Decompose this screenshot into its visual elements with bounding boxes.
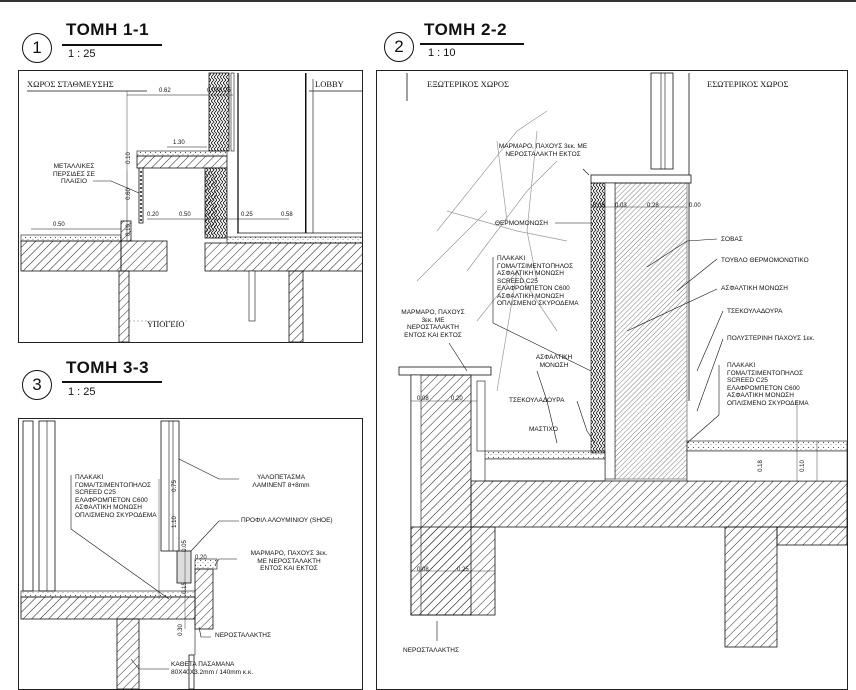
profile-annotation: ΠΡΟΦΙΛ ΑΛΟΥΜΙΝΙΟΥ (SHOE) <box>241 517 333 524</box>
glass-curtain-annotation: ΥΑΛΟΠΕΤΑΣΜΑ ΛΑΜΙΝΕΝΤ 8+8mm <box>252 474 310 489</box>
tsekouladoura-left-annotation: ΤΣΕΚΟΥΛΑΔΟΥΡΑ <box>509 397 565 404</box>
dimension-label: 0.50 <box>53 222 65 228</box>
dimension-label: 0.30 <box>177 624 184 636</box>
layer-label: ΑΣΦΑΛΤΙΚΗ ΜΟΝΩΣΗ <box>497 270 564 277</box>
title-underline <box>62 44 162 46</box>
section-number: 3 <box>22 370 52 400</box>
section-title: ΤΟΜΗ 2-2 <box>424 20 508 39</box>
layer-label: ΕΛΑΦΡΟΜΠΕΤΟΝ C600 <box>727 384 800 392</box>
layer-label: ΟΠΛΙΣΜΕΝΟ ΣΚΥΡΟΔΕΜΑ <box>497 300 579 307</box>
brick-annotation: ΤΟΥΒΛΟ ΘΕΡΜΟΜΟΝΩΤΙΚΟ <box>721 257 809 264</box>
dimension-label: 0.25 <box>219 88 231 94</box>
dimension-label: 0.10 <box>125 152 132 164</box>
dimension-label: 0.20 <box>195 555 207 561</box>
layer-label: ΠΛΑΚΑΚΙ <box>497 255 526 262</box>
section-2-svg <box>398 72 847 648</box>
dimension-label: 0.05 <box>181 540 188 552</box>
dimension-label: 0.60 <box>125 188 132 200</box>
room-label-interior: ΕΣΩΤΕΡΙΚΟΣ ΧΩΡΟΣ <box>707 79 789 89</box>
dimension-label: 0.62 <box>159 88 171 94</box>
top-border <box>0 0 856 2</box>
left-layers-list: ΠΛΑΚΑΚΙ ΓΟΜΑ/ΤΣΙΜΕΝΤΟΠΗΛΟΣ ΑΣΦΑΛΤΙΚΗ ΜΟΝ… <box>497 255 579 308</box>
layer-label: ΓΟΜΑ/ΤΣΙΜΕΝΤΟΠΗΛΟΣ <box>75 481 152 489</box>
dimension-label: 0.50 <box>179 212 191 218</box>
room-label-basement: ΥΠΟΓΕΙΟ <box>147 319 185 329</box>
section-3-drawing: ΥΑΛΟΠΕΤΑΣΜΑ ΛΑΜΙΝΕΝΤ 8+8mm ΠΡΟΦΙΛ ΑΛΟΥΜΙ… <box>18 418 363 690</box>
drip-annotation: ΝΕΡΟΣΤΑΛΑΚΤΗΣ <box>215 632 271 639</box>
room-label-exterior: ΕΞΩΤΕΡΙΚΟΣ ΧΩΡΟΣ <box>427 79 509 89</box>
section-scale: 1 : 25 <box>68 48 96 60</box>
layer-label: ΟΠΛΙΣΜΕΝΟ ΣΚΥΡΟΔΕΜΑ <box>727 399 809 407</box>
dimension-label: 0.58 <box>281 212 293 218</box>
dimension-label: 0.28 <box>647 203 659 209</box>
marble-top-annotation: ΜΑΡΜΑΡΟ, ΠΑΧΟΥΣ 3εκ. ΜΕ ΝΕΡΟΣΤΑΛΑΚΤΗ ΕΚΤ… <box>498 143 588 158</box>
marble-left-annotation: ΜΑΡΜΑΡΟ, ΠΑΧΟΥΣ 3εκ. ΜΕ ΝΕΡΟΣΤΑΛΑΚΤΗ ΕΝΤ… <box>401 309 465 339</box>
dimension-label: 0.25 <box>457 567 469 573</box>
layer-label: SCREED C25 <box>727 377 768 384</box>
asphalt-left-annotation: ΑΣΦΑΛΤΙΚΗ ΜΟΝΩΣΗ <box>535 354 573 369</box>
layer-label: ΑΣΦΑΛΤΙΚΗ ΜΟΝΩΣΗ <box>75 504 142 511</box>
section-2-drawing: ΕΞΩΤΕΡΙΚΟΣ ΧΩΡΟΣ ΕΣΩΤΕΡΙΚΟΣ ΧΩΡΟΣ ΜΑΡΜΑΡ… <box>376 70 848 690</box>
dimension-label: 0.08 <box>207 88 219 94</box>
dimension-label: 0.20 <box>451 396 463 402</box>
section-title: ΤΟΜΗ 1-1 <box>66 20 150 39</box>
section-1-svg <box>20 72 362 342</box>
section-title: ΤΟΜΗ 3-3 <box>66 358 150 377</box>
section-3-svg <box>20 420 239 689</box>
layer-label: SCREED C25 <box>75 489 116 496</box>
layer-label: ΕΛΑΦΡΟΜΠΕΤΟΝ C600 <box>497 285 570 292</box>
room-label-parking: ΧΩΡΟΣ ΣΤΑΘΜΕΥΣΗΣ <box>27 79 114 89</box>
room-label-lobby: LOBBY <box>315 79 344 89</box>
layer-label: ΓΟΜΑ/ΤΣΙΜΕΝΤΟΠΗΛΟΣ <box>497 262 574 270</box>
title-underline <box>420 43 524 45</box>
asphalt-annotation: ΑΣΦΑΛΤΙΚΗ ΜΟΝΩΣΗ <box>721 285 788 292</box>
layer-label: ΑΣΦΑΛΤΙΚΗ ΜΟΝΩΣΗ <box>497 292 564 300</box>
dimension-label: 0.00 <box>689 203 701 209</box>
layer-label: ΠΛΑΚΑΚΙ <box>75 474 104 481</box>
dimension-label: 0.08 <box>593 203 605 209</box>
dimension-label: 0.10 <box>799 460 806 472</box>
dimension-label: 0.25 <box>241 212 253 218</box>
louvers-annotation: ΜΕΤΑΛΛΙΚΕΣ ΠΕΡΣΙΔΕΣ ΣΕ ΠΛΑΙΣΙΟ <box>52 163 96 185</box>
dimension-label: 0.18 <box>757 460 764 472</box>
layer-label: SCREED C25 <box>497 277 538 285</box>
layer-label: ΟΠΛΙΣΜΕΝΟ ΣΚΥΡΟΔΕΜΑ <box>75 511 157 519</box>
section-number: 2 <box>384 32 414 62</box>
drip-annotation: ΝΕΡΟΣΤΑΛΑΚΤΗΣ <box>403 647 459 654</box>
dimension-label: 0.15 <box>181 582 188 594</box>
sovas-annotation: ΣΟΒΑΣ <box>721 236 743 243</box>
dimension-label: 0.08 <box>417 567 429 573</box>
dimension-label: 0.20 <box>147 212 159 218</box>
dimension-label: 0.10 <box>125 224 132 236</box>
dimension-label: 1.10 <box>171 516 178 528</box>
layers-list: ΠΛΑΚΑΚΙ ΓΟΜΑ/ΤΣΙΜΕΝΤΟΠΗΛΟΣ SCREED C25 ΕΛ… <box>75 474 157 519</box>
layer-label: ΓΟΜΑ/ΤΣΙΜΕΝΤΟΠΗΛΟΣ <box>727 369 804 377</box>
layer-label: ΕΛΑΦΡΟΜΠΕΤΟΝ C600 <box>75 496 148 504</box>
layer-label: ΑΣΦΑΛΤΙΚΗ ΜΟΝΩΣΗ <box>727 392 794 399</box>
dimension-label: 1.30 <box>173 140 185 146</box>
section-scale: 1 : 25 <box>68 386 96 398</box>
marble-annotation: ΜΑΡΜΑΡΟ, ΠΑΧΟΥΣ 3εκ. ΜΕ ΝΕΡΟΣΤΑΛΑΚΤΗ ΕΝΤ… <box>250 550 328 572</box>
dimension-label: 0.75 <box>171 480 178 492</box>
layer-label: ΠΛΑΚΑΚΙ <box>727 362 756 369</box>
title-underline <box>62 381 162 383</box>
dimension-label: 0.03 <box>615 203 627 209</box>
insulation-annotation: ΘΕΡΜΟΜΟΝΩΣΗ <box>495 220 548 227</box>
section-1-drawing: ΧΩΡΟΣ ΣΤΑΘΜΕΥΣΗΣ LOBBY ΥΠΟΓΕΙΟ ΜΕΤΑΛΛΙΚΕ… <box>18 70 363 343</box>
polystyrene-annotation: ΠΟΛΥΣΤΕΡΙΝΗ ΠΑΧΟΥΣ 1εκ. <box>727 335 815 342</box>
mastic-annotation: ΜΑΣΤΙΧΟ <box>529 426 558 433</box>
section-scale: 1 : 10 <box>428 47 456 59</box>
section-number: 1 <box>22 33 52 63</box>
handrail-annotation: ΚΑΘΕΤΑ ΠΑΣΑΜΑΝΑ 80Χ40Χ3.2mm / 140mm κ.κ. <box>171 661 254 676</box>
dimension-label: 0.08 <box>417 396 429 402</box>
right-layers-list: ΠΛΑΚΑΚΙ ΓΟΜΑ/ΤΣΙΜΕΝΤΟΠΗΛΟΣ SCREED C25 ΕΛ… <box>727 362 809 407</box>
tsekouladoura-annotation: ΤΣΕΚΟΥΛΑΔΟΥΡΑ <box>727 308 783 315</box>
